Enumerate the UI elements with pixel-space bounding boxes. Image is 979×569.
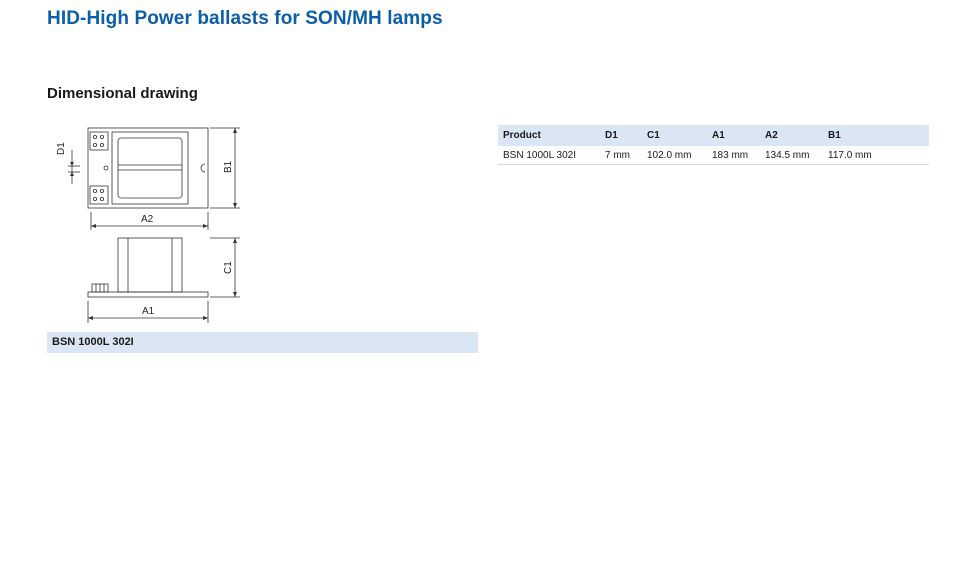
cell-d1: 7 mm: [600, 146, 642, 165]
header-d1: D1: [600, 125, 642, 146]
header-a1: A1: [707, 125, 760, 146]
section-title: Dimensional drawing: [47, 85, 198, 102]
cell-product: BSN 1000L 302I: [498, 146, 600, 165]
header-b1: B1: [823, 125, 929, 146]
label-a2: A2: [141, 214, 154, 225]
top-view-coil: [117, 137, 183, 199]
side-view-base: [87, 291, 209, 298]
label-c1: C1: [223, 261, 234, 274]
side-view-body: [117, 237, 183, 293]
cell-b1: 117.0 mm: [823, 146, 929, 165]
page-title: HID-High Power ballasts for SON/MH lamps: [47, 8, 443, 29]
table-row: BSN 1000L 302I 7 mm 102.0 mm 183 mm 134.…: [498, 146, 929, 165]
top-view-outline: [87, 127, 209, 209]
dimensional-drawing: D1 B1 A2 C1 A1: [50, 118, 250, 328]
label-d1: D1: [56, 142, 67, 155]
label-b1: B1: [223, 160, 234, 173]
header-a2: A2: [760, 125, 823, 146]
drawing-caption: BSN 1000L 302I: [47, 332, 478, 353]
header-product: Product: [498, 125, 600, 146]
spec-table: Product D1 C1 A1 A2 B1 BSN 1000L 302I 7 …: [498, 125, 929, 165]
header-c1: C1: [642, 125, 707, 146]
dimensional-drawing-svg: D1 B1 A2 C1 A1: [56, 127, 240, 323]
terminal-bottom: [89, 185, 109, 205]
label-a1: A1: [142, 306, 155, 317]
terminal-top: [89, 131, 109, 151]
top-view-core: [111, 131, 189, 205]
cell-c1: 102.0 mm: [642, 146, 707, 165]
spec-table-header-row: Product D1 C1 A1 A2 B1: [498, 125, 929, 146]
cell-a1: 183 mm: [707, 146, 760, 165]
cell-a2: 134.5 mm: [760, 146, 823, 165]
